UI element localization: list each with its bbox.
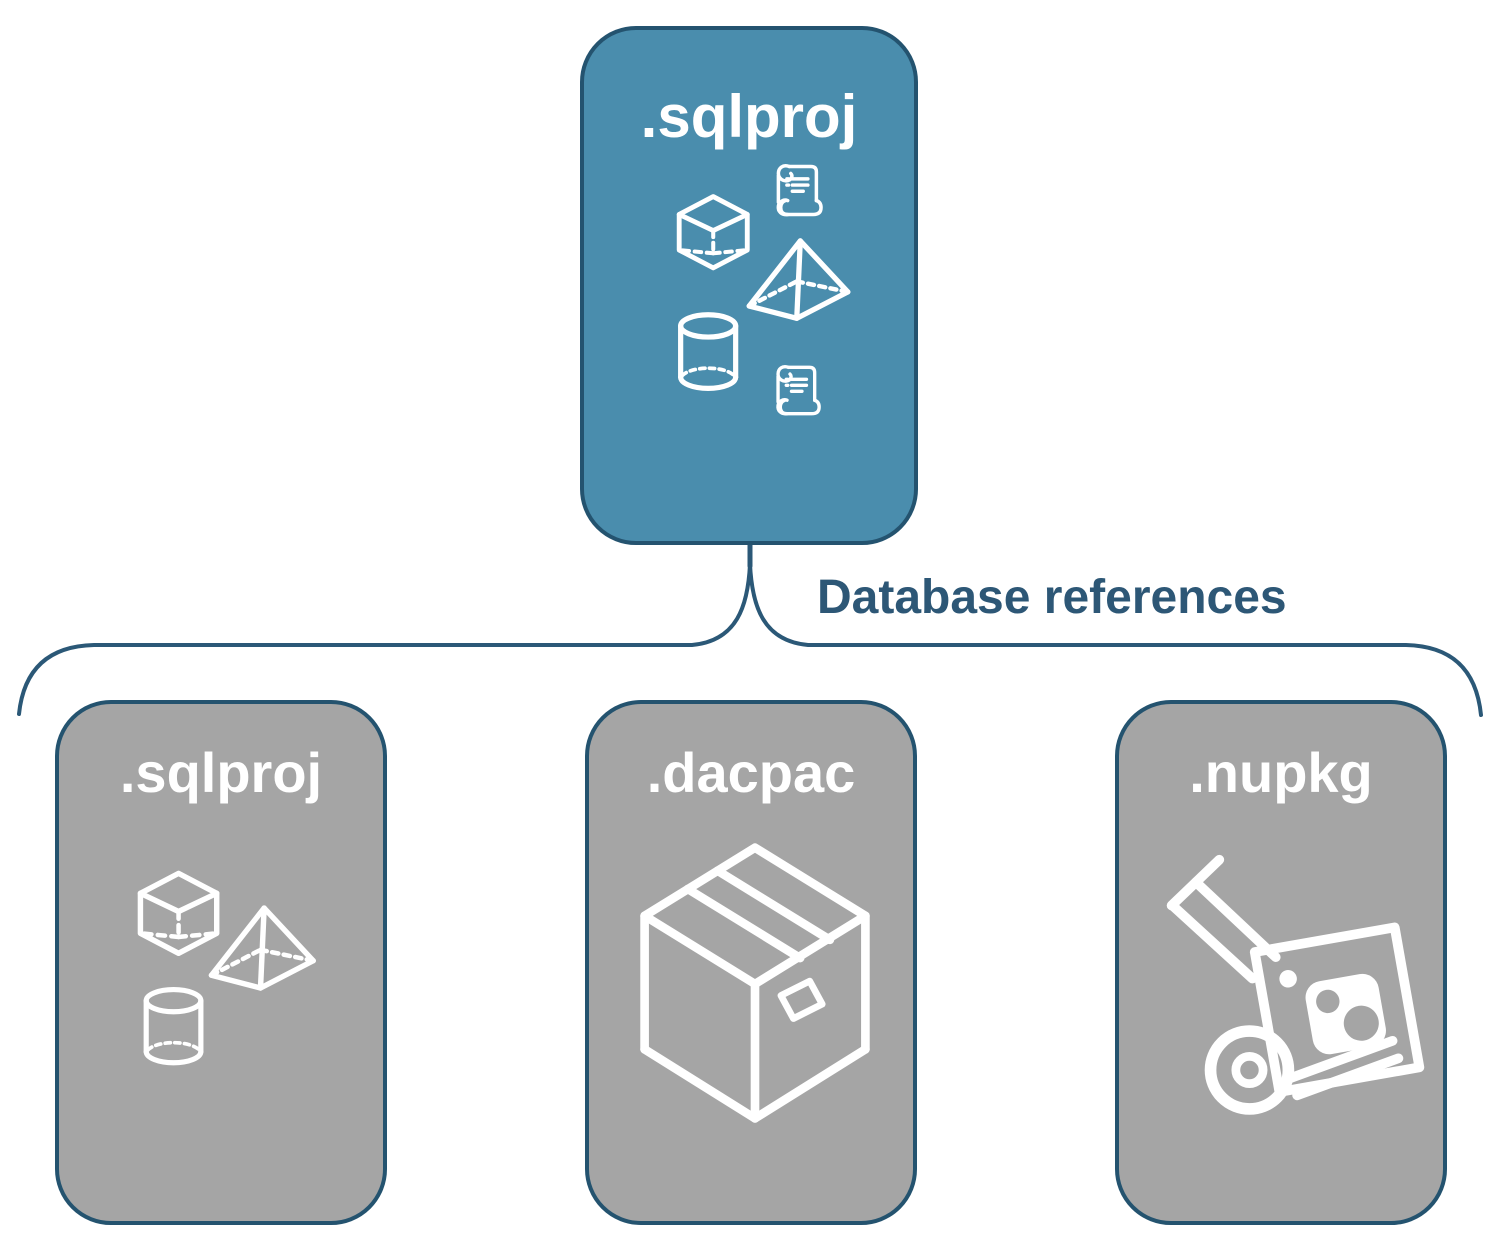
node-sqlproj-child: .sqlproj: [55, 700, 387, 1225]
sql-objects-icons: [115, 856, 337, 1078]
nuget-hand-truck-icon: [1166, 854, 1425, 1115]
node-sqlproj-root: .sqlproj: [580, 26, 918, 545]
scroll-icon: [776, 164, 823, 217]
pyramid-icon: [749, 241, 848, 318]
cylinder-icon: [146, 990, 201, 1063]
package-box-icon: [640, 843, 870, 1123]
node-title: .sqlproj: [640, 83, 858, 150]
cube-icon: [140, 873, 216, 953]
cylinder-icon: [681, 315, 736, 389]
nuget-package: [1249, 922, 1425, 1097]
scroll-icon: [776, 364, 821, 416]
node-title: .sqlproj: [119, 741, 323, 804]
connector-label: Database references: [817, 571, 1287, 624]
node-title: .nupkg: [1189, 741, 1373, 804]
cube-icon: [679, 197, 747, 268]
node-title: .dacpac: [646, 741, 856, 804]
pyramid-icon: [211, 908, 313, 988]
sql-objects-icons: [662, 164, 866, 416]
node-dacpac: .dacpac: [585, 700, 917, 1225]
node-nupkg: .nupkg: [1115, 700, 1447, 1225]
hand-truck-wheel: [1204, 1025, 1295, 1115]
